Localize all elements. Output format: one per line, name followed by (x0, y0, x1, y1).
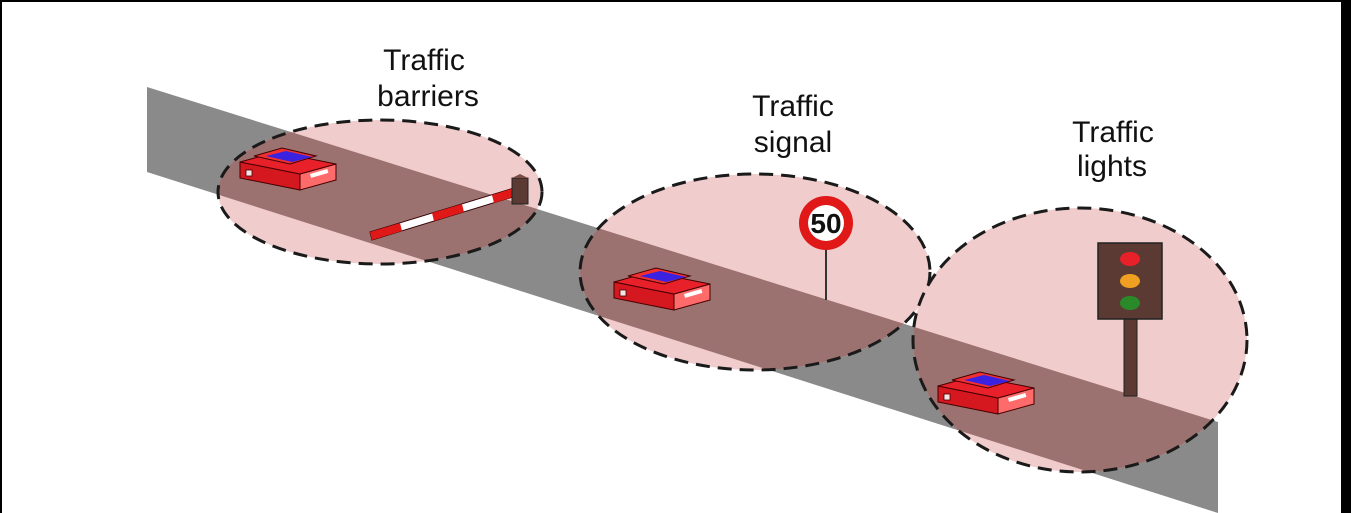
red-light-icon (1120, 252, 1140, 266)
lights-label-line1: Traffic (1072, 116, 1154, 149)
barriers-label-line2: barriers (377, 80, 479, 113)
signal-label-line2: signal (754, 126, 832, 159)
lights-label-line2: lights (1077, 150, 1147, 183)
green-light-icon (1120, 296, 1140, 310)
traffic-light (1097, 242, 1163, 397)
signal-label-line1: Traffic (752, 90, 834, 123)
barrier-gate (369, 174, 529, 241)
barriers-label-line1: Traffic (383, 44, 465, 77)
amber-light-icon (1120, 274, 1140, 288)
speed-limit-value: 50 (810, 208, 841, 239)
speed-limit-sign: 50 (799, 196, 853, 300)
